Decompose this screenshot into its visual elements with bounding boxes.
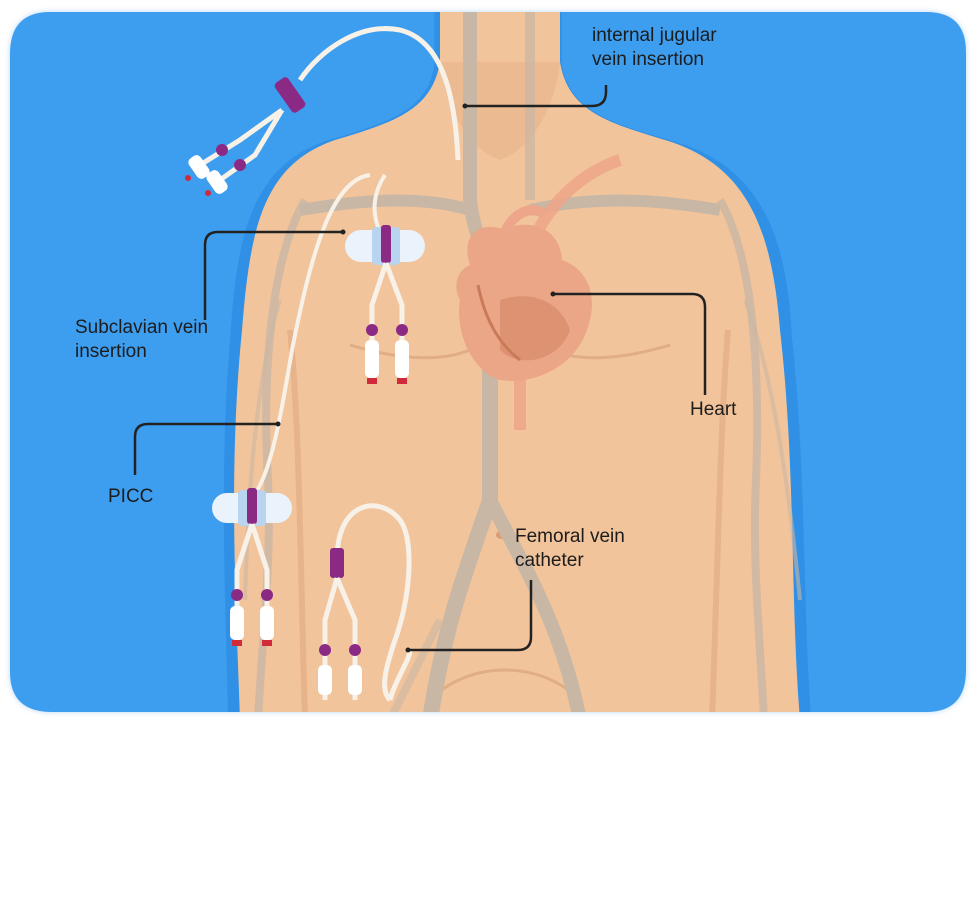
label-picc: PICC <box>108 485 153 509</box>
label-heart: Heart <box>690 398 736 422</box>
label-internal-jugular: internal jugular vein insertion <box>592 24 717 72</box>
label-internal-jugular-line-1: internal jugular <box>592 24 717 48</box>
label-femoral: Femoral vein catheter <box>515 525 625 573</box>
label-femoral-line-1: Femoral vein <box>515 525 625 549</box>
label-subclavian-line-1: Subclavian vein <box>75 316 208 340</box>
label-subclavian-line-2: insertion <box>75 340 208 364</box>
label-internal-jugular-line-2: vein insertion <box>592 48 717 72</box>
panel-reflection <box>10 712 966 892</box>
label-subclavian: Subclavian vein insertion <box>75 316 208 364</box>
label-femoral-line-2: catheter <box>515 549 625 573</box>
